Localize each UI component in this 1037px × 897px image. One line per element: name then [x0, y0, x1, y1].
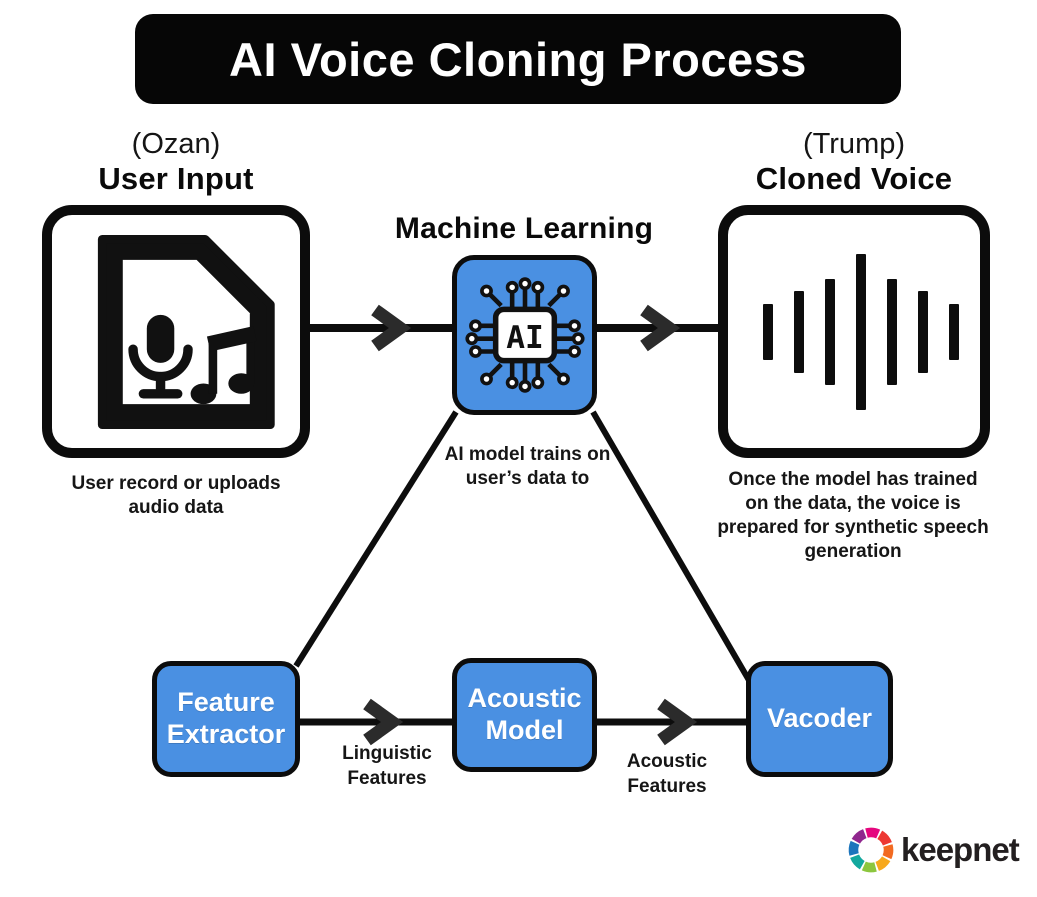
arrowhead-ml-to-clonedvoice	[640, 304, 681, 352]
arrowhead-fe-to-am	[363, 698, 404, 746]
audio-file-icon	[97, 234, 275, 429]
pipeline-node-feature-extractor: Feature Extractor	[152, 661, 300, 777]
music-note-icon	[190, 325, 257, 404]
ai-chip-icon: AI	[464, 277, 585, 393]
keepnet-wordmark: keepnet	[901, 831, 1020, 868]
machine-learning-node: AI	[452, 255, 597, 415]
user-input-heading: User Input	[98, 161, 254, 196]
title-banner: AI Voice Cloning Process	[135, 14, 901, 104]
user-input-speaker-label: (Ozan)	[131, 128, 221, 160]
edge-ml-to-feature-extractor	[293, 410, 459, 668]
feature-extractor-label: Feature Extractor	[166, 687, 286, 749]
arrowhead-userinput-to-ml	[371, 304, 412, 352]
pipeline-node-vacoder: Vacoder	[746, 661, 893, 777]
edge-ml-to-vacoder	[590, 410, 753, 684]
cloned-voice-speaker-label: (Trump)	[802, 128, 906, 160]
acoustic-model-label: Acoustic Model	[467, 683, 582, 745]
microphone-icon	[128, 314, 193, 399]
arrowhead-am-to-vacoder	[657, 698, 698, 746]
page-title: AI Voice Cloning Process	[229, 32, 807, 86]
machine-learning-caption: AI model trains on user’s data to	[444, 444, 611, 490]
keepnet-logo: keepnet	[845, 820, 1025, 880]
user-input-caption: User record or uploads audio data	[71, 473, 281, 519]
user-input-node	[42, 205, 310, 458]
cloned-voice-node	[718, 205, 990, 458]
machine-learning-heading: Machine Learning	[394, 212, 654, 245]
cloned-voice-caption: Once the model has trained on the data, …	[717, 469, 989, 563]
cloned-voice-heading: Cloned Voice	[755, 161, 953, 196]
linguistic-features-label: Linguistic Features	[342, 743, 432, 789]
waveform-icon	[763, 253, 959, 410]
ai-chip-label: AI	[506, 320, 544, 356]
acoustic-features-label: Acoustic Features	[626, 751, 708, 797]
pipeline-node-acoustic-model: Acoustic Model	[452, 658, 597, 772]
keepnet-pinwheel-icon	[848, 827, 894, 873]
vacoder-label: Vacoder	[766, 703, 873, 734]
